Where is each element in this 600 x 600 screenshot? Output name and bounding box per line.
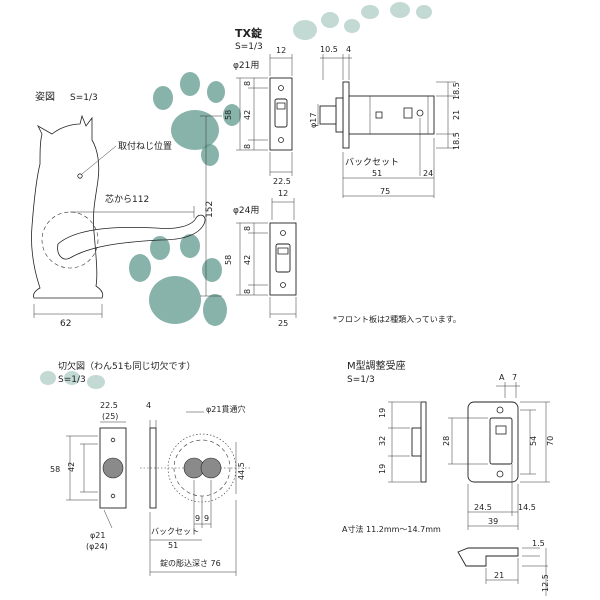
cutout-dim-58: 58 — [50, 465, 60, 474]
cutout-depth-label: 錠の彫込深さ 76 — [160, 558, 221, 568]
strike-dim-54: 54 — [529, 436, 538, 446]
cutout-phi24: (φ24) — [86, 542, 108, 551]
latch-phi17: φ17 — [309, 113, 318, 128]
cutout-title: 切欠図（わん51も同じ切欠です） — [58, 360, 195, 372]
strike-dim-12-5: 12.5 — [541, 574, 550, 592]
cutout-scale: S=1/3 — [58, 375, 86, 385]
latch-side-view — [319, 81, 435, 149]
dim-62: 62 — [60, 319, 71, 329]
phi24-dim-12: 12 — [278, 189, 288, 198]
strike-dim-21: 21 — [494, 571, 504, 580]
latch-dim-24: 24 — [423, 169, 433, 178]
paw-print-top — [293, 2, 432, 40]
strike-side-view — [411, 401, 427, 483]
pose-scale: S=1/3 — [70, 93, 98, 103]
cutout-face-view — [140, 427, 250, 509]
latch-backset-label: バックセット — [345, 157, 399, 168]
tx-lock-scale: S=1/3 — [235, 42, 263, 52]
dim-152: 152 — [205, 201, 215, 218]
phi21-dim-58: 58 — [224, 110, 233, 120]
latch-dim-51: 51 — [372, 169, 382, 178]
center-112-label: 芯から112 — [105, 193, 149, 205]
cutout-backset-label: バックセット — [151, 527, 199, 536]
cutout-dim-25: (25) — [102, 412, 118, 421]
strike-dim-24-5: 24.5 — [474, 503, 492, 512]
paw-print-bottom-left — [40, 371, 105, 389]
tx-lock-title: TX錠 — [235, 26, 263, 40]
strike-dim-14-5: 14.5 — [518, 503, 536, 512]
strike-title: M型調整受座 — [347, 359, 406, 372]
strike-dim-70: 70 — [546, 436, 555, 446]
phi21-plate-label: φ21用 — [233, 60, 259, 71]
strike-dim-7: 7 — [512, 373, 517, 382]
phi24-dim-25: 25 — [278, 319, 288, 328]
latch-dim-10-5: 10.5 — [320, 45, 338, 54]
front-plate-note: *フロント板は2種類入っています。 — [333, 314, 461, 324]
latch-dim-4: 4 — [346, 45, 351, 54]
phi21-dim-8a: 8 — [243, 81, 252, 86]
pose-title: 姿図 — [35, 90, 55, 103]
phi24-dim-42: 42 — [243, 255, 252, 265]
latch-dim-18-5b: 18.5 — [452, 132, 461, 150]
cutout-dim-51: 51 — [168, 541, 178, 550]
phi24-dim-8a: 8 — [243, 226, 252, 231]
phi21-dim-12: 12 — [276, 46, 286, 55]
phi21-dim-8b: 8 — [243, 144, 252, 149]
strike-dim-39: 39 — [488, 517, 498, 526]
strike-bottom-view — [457, 547, 519, 567]
cat-door-lever — [31, 114, 206, 299]
cutout-dim-42: 42 — [67, 462, 76, 472]
strike-face-view — [467, 401, 519, 483]
cutout-dim-4: 4 — [146, 401, 151, 410]
cutout-dim-9a: 9 — [195, 514, 200, 523]
cutout-through-hole: φ21貫通穴 — [206, 404, 245, 414]
strike-dim-32: 32 — [378, 436, 387, 446]
cutout-dim-44-5: 44.5 — [237, 462, 246, 480]
phi24-front-plate — [269, 222, 297, 296]
paw-print-middle — [153, 72, 241, 166]
strike-dim-1-5: 1.5 — [532, 539, 545, 548]
phi21-front-plate — [269, 77, 293, 151]
phi24-dim-8b: 8 — [243, 289, 252, 294]
strike-a-dimension: A寸法 11.2mm〜14.7mm — [342, 524, 441, 534]
strike-scale: S=1/3 — [347, 375, 375, 385]
cutout-edge-view — [99, 427, 127, 509]
paw-print-bottom — [129, 234, 227, 326]
strike-dim-19b: 19 — [378, 464, 387, 474]
cutout-phi21: φ21 — [90, 531, 105, 540]
latch-dim-75: 75 — [380, 187, 390, 196]
strike-dim-28: 28 — [442, 436, 451, 446]
latch-dim-21: 21 — [452, 110, 461, 120]
strike-dim-19a: 19 — [378, 408, 387, 418]
mount-screw-label: 取付ねじ位置 — [118, 140, 172, 152]
phi21-dim-42: 42 — [243, 110, 252, 120]
latch-dim-18-5a: 18.5 — [452, 82, 461, 100]
phi21-dim-22-5: 22.5 — [273, 177, 291, 186]
cutout-dim-22-5: 22.5 — [100, 401, 118, 410]
phi24-dim-58: 58 — [224, 255, 233, 265]
phi24-plate-label: φ24用 — [233, 205, 259, 216]
strike-dim-A: A — [499, 373, 505, 382]
cutout-dim-9b: 9 — [204, 514, 209, 523]
